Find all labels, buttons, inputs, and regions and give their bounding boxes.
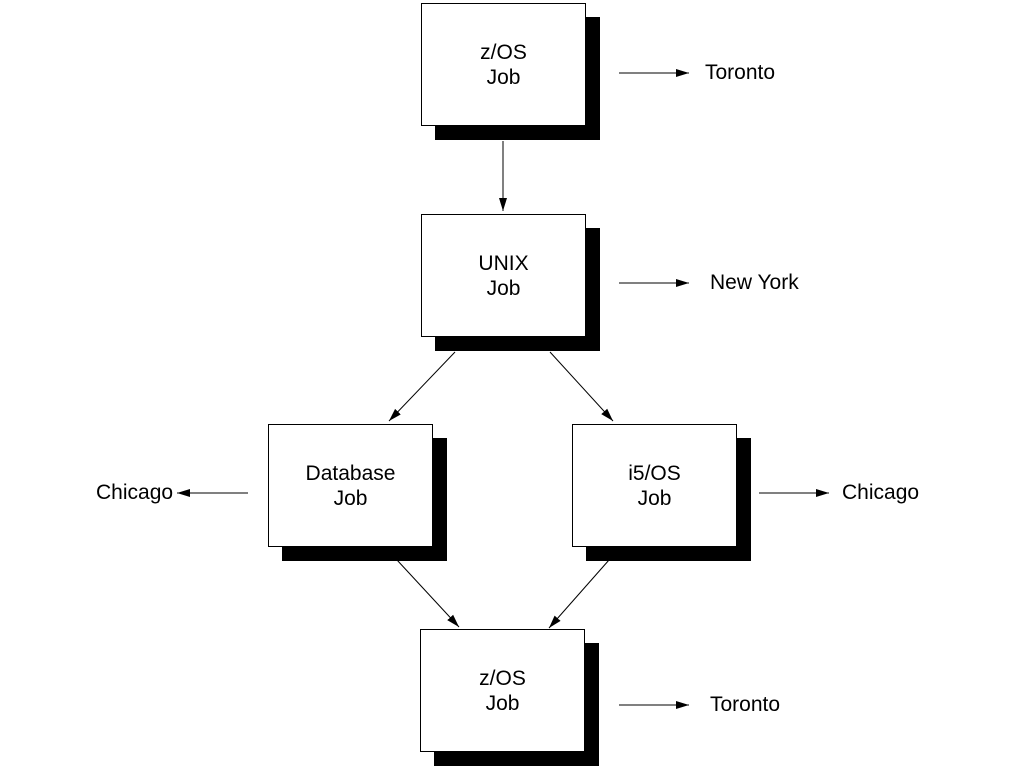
node-label-line1: z/OS [479, 666, 526, 690]
edge-i5os-to-bottom-zos [548, 559, 610, 629]
node-label-line2: Job [486, 65, 521, 89]
location-label-chicago-left: Chicago [96, 481, 174, 504]
location-label-new-york: New York [710, 271, 799, 294]
edge-unix-to-i5os [549, 351, 614, 422]
node-label-line1: UNIX [478, 251, 529, 275]
node-label-line2: Job [486, 276, 521, 300]
node-label-line2: Job [333, 486, 368, 510]
location-label-toronto-bottom: Toronto [710, 693, 781, 716]
node-i5os-job: i5/OS Job [572, 424, 737, 547]
node-label-line1: i5/OS [628, 461, 681, 485]
edge-database-to-bottom-zos [396, 559, 460, 628]
node-label-line1: z/OS [480, 40, 527, 64]
node-label-line2: Job [485, 691, 520, 715]
node-database-job: Database Job [268, 424, 433, 547]
location-label-toronto-top: Toronto [705, 61, 776, 84]
node-label-line1: Database [305, 461, 396, 485]
node-zos-job-bottom: z/OS Job [420, 629, 585, 752]
node-unix-job: UNIX Job [421, 214, 586, 337]
edge-unix-to-database [388, 351, 456, 422]
location-label-chicago-right: Chicago [842, 481, 920, 504]
node-label-line2: Job [637, 486, 672, 510]
node-zos-job-top: z/OS Job [421, 3, 586, 126]
